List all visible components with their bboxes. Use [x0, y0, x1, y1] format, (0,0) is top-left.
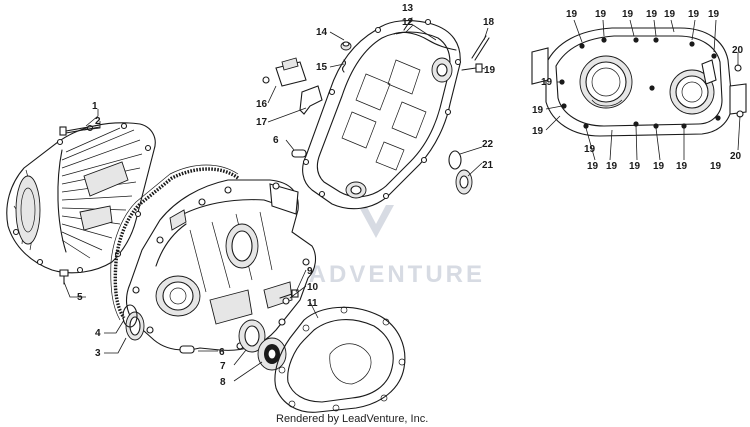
callout-17: 17	[256, 117, 268, 128]
clutch-housing	[125, 179, 317, 351]
callout-8: 8	[220, 377, 226, 388]
callout-19-h: 19	[541, 77, 553, 88]
cover-bolt-5	[59, 269, 69, 285]
cap	[455, 169, 473, 195]
callout-19-p: 19	[710, 161, 722, 172]
sensor-screw	[262, 76, 270, 84]
housing-bolt-19	[461, 63, 483, 73]
leader-lines	[63, 19, 741, 382]
pin	[471, 35, 490, 61]
callout-19-e: 19	[664, 9, 676, 20]
callout-22: 22	[482, 139, 494, 150]
callout-11: 11	[307, 298, 318, 309]
outer-clutch-cover	[6, 122, 156, 274]
callout-19-n: 19	[653, 161, 665, 172]
callout-21: 21	[482, 160, 494, 171]
callout-20-lower: 20	[730, 151, 742, 162]
callout-19-k: 19	[587, 161, 599, 172]
callout-20-upper: 20	[732, 45, 744, 56]
cap-o-ring	[448, 150, 462, 170]
callout-6-upper: 6	[273, 135, 279, 146]
credit-text: Rendered by LeadVenture, Inc.	[276, 413, 428, 425]
callout-15: 15	[316, 62, 328, 73]
callouts: 1 2 3 4 5 6 6 7 8 9 10 11 12 13 14 15 16…	[77, 3, 744, 388]
callout-13: 13	[402, 3, 414, 14]
dowel-pin-upper	[291, 149, 307, 158]
callout-19-o: 19	[676, 161, 688, 172]
callout-3: 3	[95, 348, 101, 359]
callout-19-q: 19	[584, 144, 596, 155]
callout-19-f: 19	[688, 9, 700, 20]
callout-19-c: 19	[622, 9, 634, 20]
callout-12: 12	[402, 17, 414, 28]
callout-19-a: 19	[566, 9, 578, 20]
spring	[341, 59, 347, 73]
bearing	[257, 337, 287, 371]
callout-19-housing: 19	[484, 65, 496, 76]
callout-19-m: 19	[629, 161, 641, 172]
callout-19-j: 19	[532, 126, 544, 137]
callout-19-d: 19	[646, 9, 658, 20]
speed-sensor	[275, 57, 307, 87]
callout-7: 7	[220, 361, 226, 372]
callout-4: 4	[95, 328, 101, 339]
oil-seal	[238, 319, 266, 353]
housing-bolt-13	[403, 17, 413, 31]
callout-6-lower: 6	[219, 347, 225, 358]
drive-belt	[110, 164, 240, 321]
callout-16: 16	[256, 99, 268, 110]
o-ring	[122, 304, 138, 328]
callout-10: 10	[307, 282, 319, 293]
callout-2: 2	[95, 116, 101, 127]
output-collar	[125, 311, 145, 341]
callout-19-i: 19	[532, 105, 544, 116]
callout-9: 9	[307, 266, 313, 277]
watermark-logo	[358, 205, 394, 238]
cover-gasket	[274, 306, 406, 413]
callout-14: 14	[316, 27, 328, 38]
callout-19-l: 19	[606, 161, 618, 172]
callout-18: 18	[483, 17, 495, 28]
dowel-pin-lower	[179, 345, 195, 354]
callout-19-g: 19	[708, 9, 720, 20]
callout-5: 5	[77, 292, 83, 303]
callout-1: 1	[92, 101, 98, 112]
assembled-housing	[531, 27, 747, 137]
callout-19-b: 19	[595, 9, 607, 20]
rear-housing	[302, 18, 462, 210]
cover-bolt-1	[59, 124, 101, 136]
screw-washer	[279, 289, 299, 305]
sensor-bracket	[299, 85, 323, 115]
grommet	[340, 41, 352, 51]
